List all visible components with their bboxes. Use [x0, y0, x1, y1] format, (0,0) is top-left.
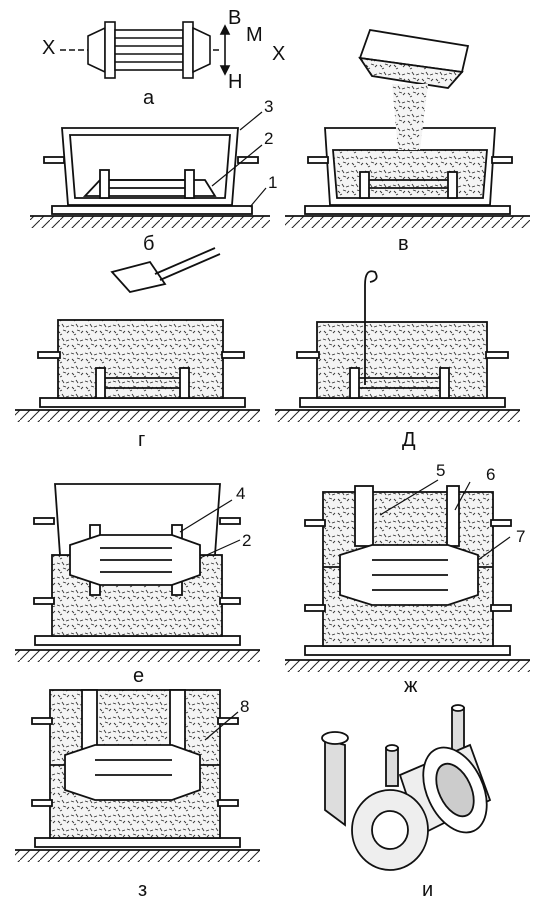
panel-g-ramming — [15, 247, 260, 422]
callout-7: 7 — [516, 527, 526, 546]
callout-3: 3 — [264, 97, 274, 116]
panel-label-i: и — [422, 879, 434, 901]
panel-label-g: г — [138, 429, 146, 451]
panel-z-cavity — [15, 689, 260, 862]
callout-8: 8 — [240, 697, 250, 716]
panel-i-casting — [321, 704, 492, 871]
axis-down-label: Н — [228, 71, 243, 93]
callout-1: 1 — [268, 173, 278, 192]
callout-2: 2 — [264, 129, 274, 148]
panel-d-venting — [275, 270, 520, 422]
panel-label-z: з — [138, 879, 148, 901]
panel-label-b: б — [143, 233, 155, 255]
callout-6: 6 — [486, 465, 496, 484]
panel-label-d: Д — [402, 429, 416, 451]
panel-zh-assembled-mold — [285, 485, 530, 672]
axis-x-left-label: X — [42, 37, 56, 59]
callout-leaders — [179, 111, 511, 741]
panel-v-sand-filling — [285, 28, 530, 228]
axis-up-label: В — [228, 7, 242, 29]
panel-label-v: в — [398, 233, 409, 255]
callout-2-e: 2 — [242, 531, 252, 550]
callout-5: 5 — [436, 461, 446, 480]
callout-4: 4 — [236, 484, 246, 503]
panel-label-a: а — [143, 87, 155, 109]
panel-e-upper-flask — [15, 483, 260, 662]
panel-label-e: е — [133, 665, 145, 687]
axis-x-right-label: X — [272, 43, 286, 65]
panel-b-flask-on-plate — [30, 127, 270, 228]
panel-a-pattern — [60, 21, 231, 79]
axis-side-label: М — [246, 24, 263, 46]
panel-label-zh: ж — [404, 675, 418, 697]
